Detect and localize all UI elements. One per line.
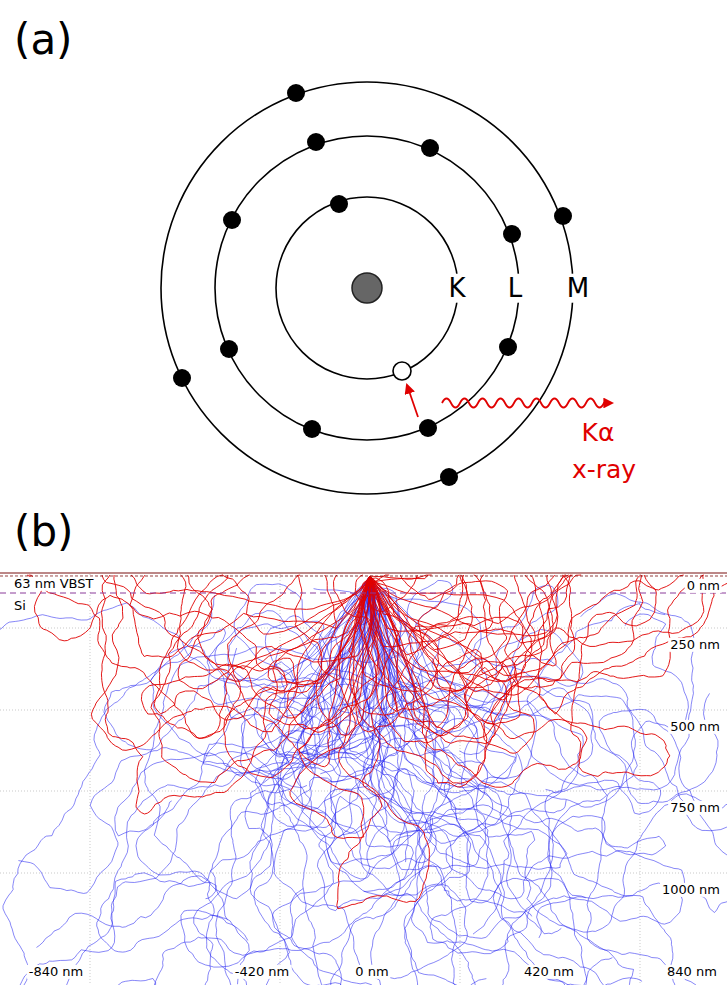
electron-trajectory (29, 575, 373, 778)
electron-trajectory (250, 576, 486, 985)
layer-label: Si (12, 599, 28, 613)
electron-trajectory (136, 576, 382, 985)
electron-trajectory (370, 575, 670, 776)
xray-wave (442, 399, 612, 408)
electron-trajectory (370, 575, 557, 636)
electron-trajectory (36, 576, 394, 947)
nucleus (352, 273, 382, 303)
depth-label: 0 nm (685, 579, 722, 593)
grid-lines (0, 574, 727, 985)
position-label: -840 nm (27, 965, 86, 979)
electron-trajectory (370, 575, 545, 700)
transition-arrow (407, 385, 418, 417)
electron-trajectory (0, 576, 370, 985)
electron-trajectory (151, 576, 481, 809)
emission-label: Kα (582, 419, 615, 447)
electron-trajectory (370, 575, 643, 744)
electron-trajectory (91, 575, 370, 750)
electron-trajectory (115, 576, 470, 896)
surface-line (0, 576, 727, 577)
depth-label: 500 nm (668, 720, 722, 734)
electron-trajectory (141, 576, 435, 985)
electrons (173, 84, 572, 486)
electron-trajectory (370, 576, 675, 985)
position-label: -420 nm (233, 965, 292, 979)
electron-trajectory (362, 576, 727, 985)
vacancy (393, 362, 411, 380)
electron-trajectory (370, 575, 581, 666)
electron-trajectory (151, 575, 370, 783)
l-shell (215, 136, 519, 440)
atom-drawing (161, 82, 612, 494)
depth-label: 250 nm (668, 638, 722, 652)
electron-trajectory (370, 575, 508, 728)
interface-line (0, 593, 727, 594)
k-shell (276, 197, 458, 379)
electron-trajectory (370, 576, 727, 875)
electron-trajectory (370, 575, 511, 787)
electron-trajectory (178, 575, 370, 689)
emission-label: x-ray (572, 456, 636, 484)
electron-trajectory (362, 576, 585, 903)
electron-trajectory (334, 576, 642, 985)
electron-trajectory (0, 576, 370, 985)
trajectory-panel (0, 573, 727, 985)
electron-trajectory (359, 575, 553, 743)
shell-label: L (506, 274, 525, 303)
electron-trajectory (154, 575, 370, 720)
electron-trajectories (0, 575, 727, 985)
electron-trajectory (370, 576, 665, 779)
electron-trajectory (339, 576, 640, 985)
electron-trajectory (222, 575, 370, 634)
electron-trajectory (290, 575, 399, 838)
shell-label: K (446, 274, 467, 303)
electron-trajectory (363, 575, 566, 724)
electron-trajectory (369, 576, 579, 985)
position-label: 840 nm (665, 965, 719, 979)
position-label: 0 nm (353, 965, 390, 979)
electron-trajectory (298, 576, 572, 985)
electron-trajectory (370, 576, 727, 913)
surface-line (0, 572, 727, 573)
panel-label: (a) (14, 17, 73, 63)
depth-label: 750 nm (668, 801, 722, 815)
electron-trajectory (181, 576, 516, 967)
electron-trajectory (101, 575, 370, 814)
shell-label: M (565, 274, 591, 303)
layer-label: 63 nm VBST (12, 577, 96, 591)
electron-trajectory (363, 575, 574, 711)
electron-trajectory (131, 575, 370, 609)
electron-trajectory (366, 576, 612, 985)
position-label: 420 nm (522, 965, 576, 979)
depth-label: 1000 nm (660, 883, 722, 897)
m-shell (161, 82, 573, 494)
electron-trajectory (287, 575, 375, 729)
electron-trajectory (334, 576, 718, 804)
panel-label: (b) (14, 509, 73, 555)
